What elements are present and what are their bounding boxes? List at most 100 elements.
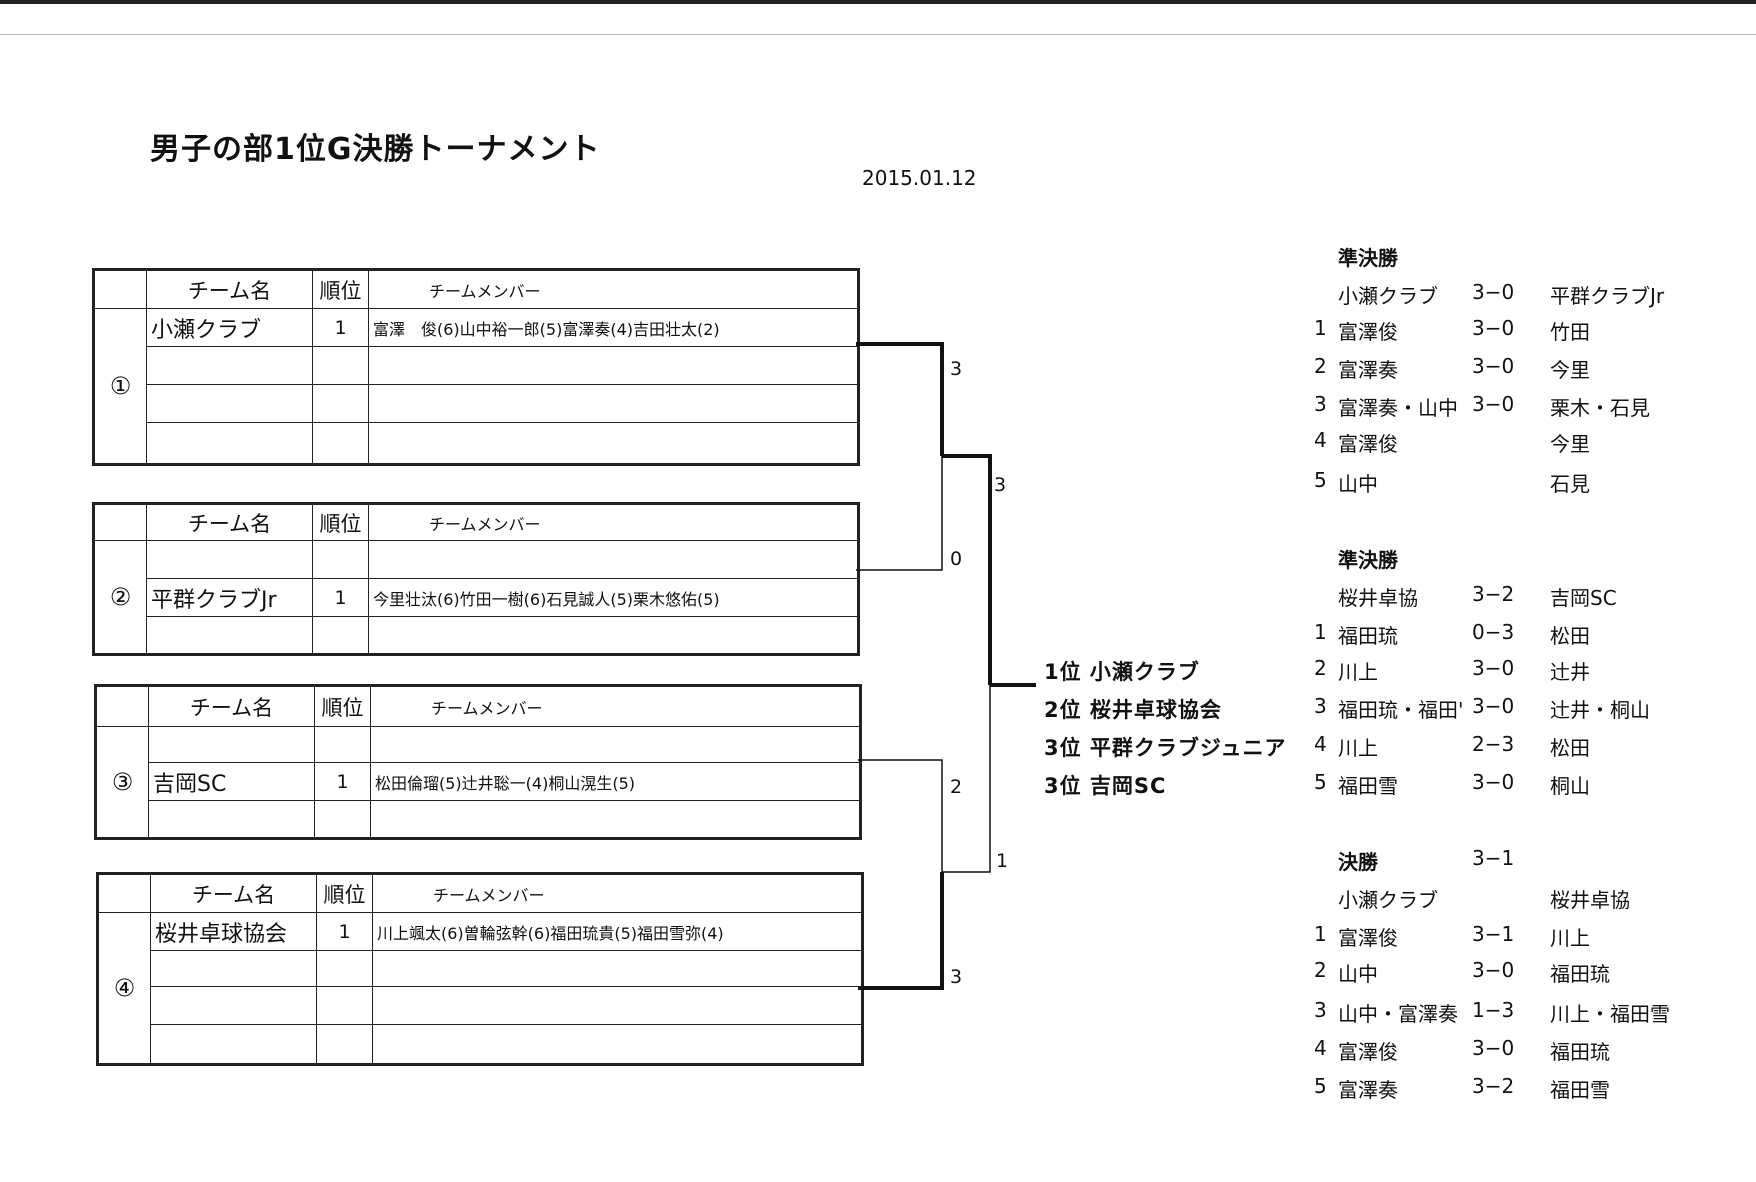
header-members: チームメンバー — [368, 270, 858, 309]
bracket-line-semi2 — [942, 685, 991, 873]
bracket-line-g3 — [858, 759, 943, 872]
match-right: 福田琉 — [1550, 1040, 1610, 1064]
group-3-table: チーム名 順位 チームメンバー ③ 吉岡SC 1 松田倫瑠(5)辻井聡一(4)桐… — [94, 684, 862, 840]
header-team: チーム名 — [146, 504, 313, 541]
match-right: 福田琉 — [1550, 962, 1610, 986]
final-left-team: 小瀬クラブ — [1338, 888, 1438, 912]
group-1-table: チーム名 順位 チームメンバー ① 小瀬クラブ 1 富澤 俊(6)山中裕一郎(5… — [92, 268, 860, 466]
match-left: 富澤奏 — [1338, 358, 1398, 382]
match-right: 辻井・桐山 — [1550, 698, 1650, 722]
match-no: 1 — [1314, 316, 1327, 340]
match-left: 山中・富澤奏 — [1338, 1002, 1458, 1026]
match-no: 3 — [1314, 392, 1327, 416]
group-4-table: チーム名 順位 チームメンバー ④ 桜井卓球協会 1 川上颯太(6)曽輪弦幹(6… — [96, 872, 864, 1066]
match-no: 2 — [1314, 958, 1327, 982]
semi2-score: 3−2 — [1472, 582, 1515, 606]
match-right: 今里 — [1550, 432, 1590, 456]
match-score: 3−0 — [1472, 656, 1515, 680]
semi1-left-team: 小瀬クラブ — [1338, 284, 1438, 308]
match-no: 3 — [1314, 998, 1327, 1022]
match-no: 1 — [1314, 620, 1327, 644]
bracket-line-g2 — [856, 456, 943, 571]
score-g2: 0 — [950, 548, 963, 570]
match-score: 3−0 — [1472, 354, 1515, 378]
semi1-score: 3−0 — [1472, 280, 1515, 304]
team-members: 今里壮汰(6)竹田一樹(6)石見誠人(5)栗木悠佑(5) — [368, 578, 858, 617]
scan-top-border — [0, 0, 1756, 4]
header-team: チーム名 — [148, 686, 315, 727]
final-heading: 決勝 — [1338, 850, 1378, 874]
match-left: 川上 — [1338, 736, 1378, 760]
semi2-heading: 準決勝 — [1338, 548, 1398, 572]
match-score: 3−0 — [1472, 694, 1515, 718]
match-left: 山中 — [1338, 962, 1378, 986]
match-right: 今里 — [1550, 358, 1590, 382]
semi1-heading: 準決勝 — [1338, 246, 1398, 270]
match-score: 2−3 — [1472, 732, 1515, 756]
match-right: 辻井 — [1550, 660, 1590, 684]
score-g1: 3 — [950, 358, 963, 380]
match-right: 石見 — [1550, 472, 1590, 496]
result-3rd-a: 3位 平群クラブジュニア — [1044, 736, 1287, 760]
blank-cell — [94, 270, 147, 309]
result-3rd-b: 3位 吉岡SC — [1044, 774, 1167, 798]
group-2-table: チーム名 順位 チームメンバー ② 平群クラブJr 1 今里壮汰(6)竹田一樹(… — [92, 502, 860, 656]
match-score: 3−0 — [1472, 316, 1515, 340]
score-g3: 2 — [950, 776, 963, 798]
group-number: ③ — [96, 726, 149, 838]
match-score: 3−2 — [1472, 1074, 1515, 1098]
team-name: 桜井卓球協会 — [150, 912, 317, 951]
header-team: チーム名 — [146, 270, 313, 309]
header-rank: 順位 — [314, 686, 371, 727]
score-semi2: 1 — [996, 850, 1009, 872]
match-right: 松田 — [1550, 736, 1590, 760]
team-name: 吉岡SC — [148, 762, 315, 801]
header-members: チームメンバー — [370, 686, 860, 727]
semi2-left-team: 桜井卓協 — [1338, 586, 1418, 610]
match-no: 2 — [1314, 354, 1327, 378]
match-left: 富澤奏 — [1338, 1078, 1398, 1102]
match-left: 富澤奏・山中 — [1338, 396, 1458, 420]
blank-cell — [96, 686, 149, 727]
match-no: 5 — [1314, 770, 1327, 794]
match-no: 2 — [1314, 656, 1327, 680]
match-left: 富澤俊 — [1338, 320, 1398, 344]
team-members: 川上颯太(6)曽輪弦幹(6)福田琉貴(5)福田雪弥(4) — [372, 912, 862, 951]
event-date: 2015.01.12 — [862, 166, 977, 190]
match-no: 4 — [1314, 1036, 1327, 1060]
match-score: 3−1 — [1472, 922, 1515, 946]
match-left: 福田雪 — [1338, 774, 1398, 798]
bracket-line-g4 — [858, 872, 944, 990]
team-members: 松田倫瑠(5)辻井聡一(4)桐山滉生(5) — [370, 762, 860, 801]
match-left: 富澤俊 — [1338, 1040, 1398, 1064]
bracket-line-semi1 — [942, 454, 992, 685]
semi2-right-team: 吉岡SC — [1550, 586, 1617, 610]
match-right: 川上 — [1550, 926, 1590, 950]
match-no: 4 — [1314, 732, 1327, 756]
result-2nd: 2位 桜井卓球協会 — [1044, 698, 1222, 722]
match-right: 栗木・石見 — [1550, 396, 1650, 420]
match-right: 川上・福田雪 — [1550, 1002, 1670, 1026]
match-left: 富澤俊 — [1338, 926, 1398, 950]
match-no: 5 — [1314, 1074, 1327, 1098]
match-score: 3−0 — [1472, 958, 1515, 982]
bracket-line-g1 — [856, 342, 944, 456]
header-rank: 順位 — [316, 874, 373, 913]
score-semi1: 3 — [994, 474, 1007, 496]
match-no: 5 — [1314, 468, 1327, 492]
team-name: 小瀬クラブ — [146, 308, 313, 347]
match-right: 福田雪 — [1550, 1078, 1610, 1102]
match-right: 竹田 — [1550, 320, 1590, 344]
result-1st: 1位 小瀬クラブ — [1044, 660, 1200, 684]
header-rank: 順位 — [312, 504, 369, 541]
team-rank: 1 — [312, 578, 369, 617]
scan-faint-line — [0, 34, 1756, 35]
header-rank: 順位 — [312, 270, 369, 309]
header-members: チームメンバー — [372, 874, 862, 913]
header-members: チームメンバー — [368, 504, 858, 541]
match-right: 松田 — [1550, 624, 1590, 648]
page-title: 男子の部1位G決勝トーナメント — [150, 132, 601, 167]
group-number: ④ — [98, 912, 151, 1064]
match-score: 3−0 — [1472, 392, 1515, 416]
match-left: 福田琉・福田' — [1338, 698, 1464, 722]
